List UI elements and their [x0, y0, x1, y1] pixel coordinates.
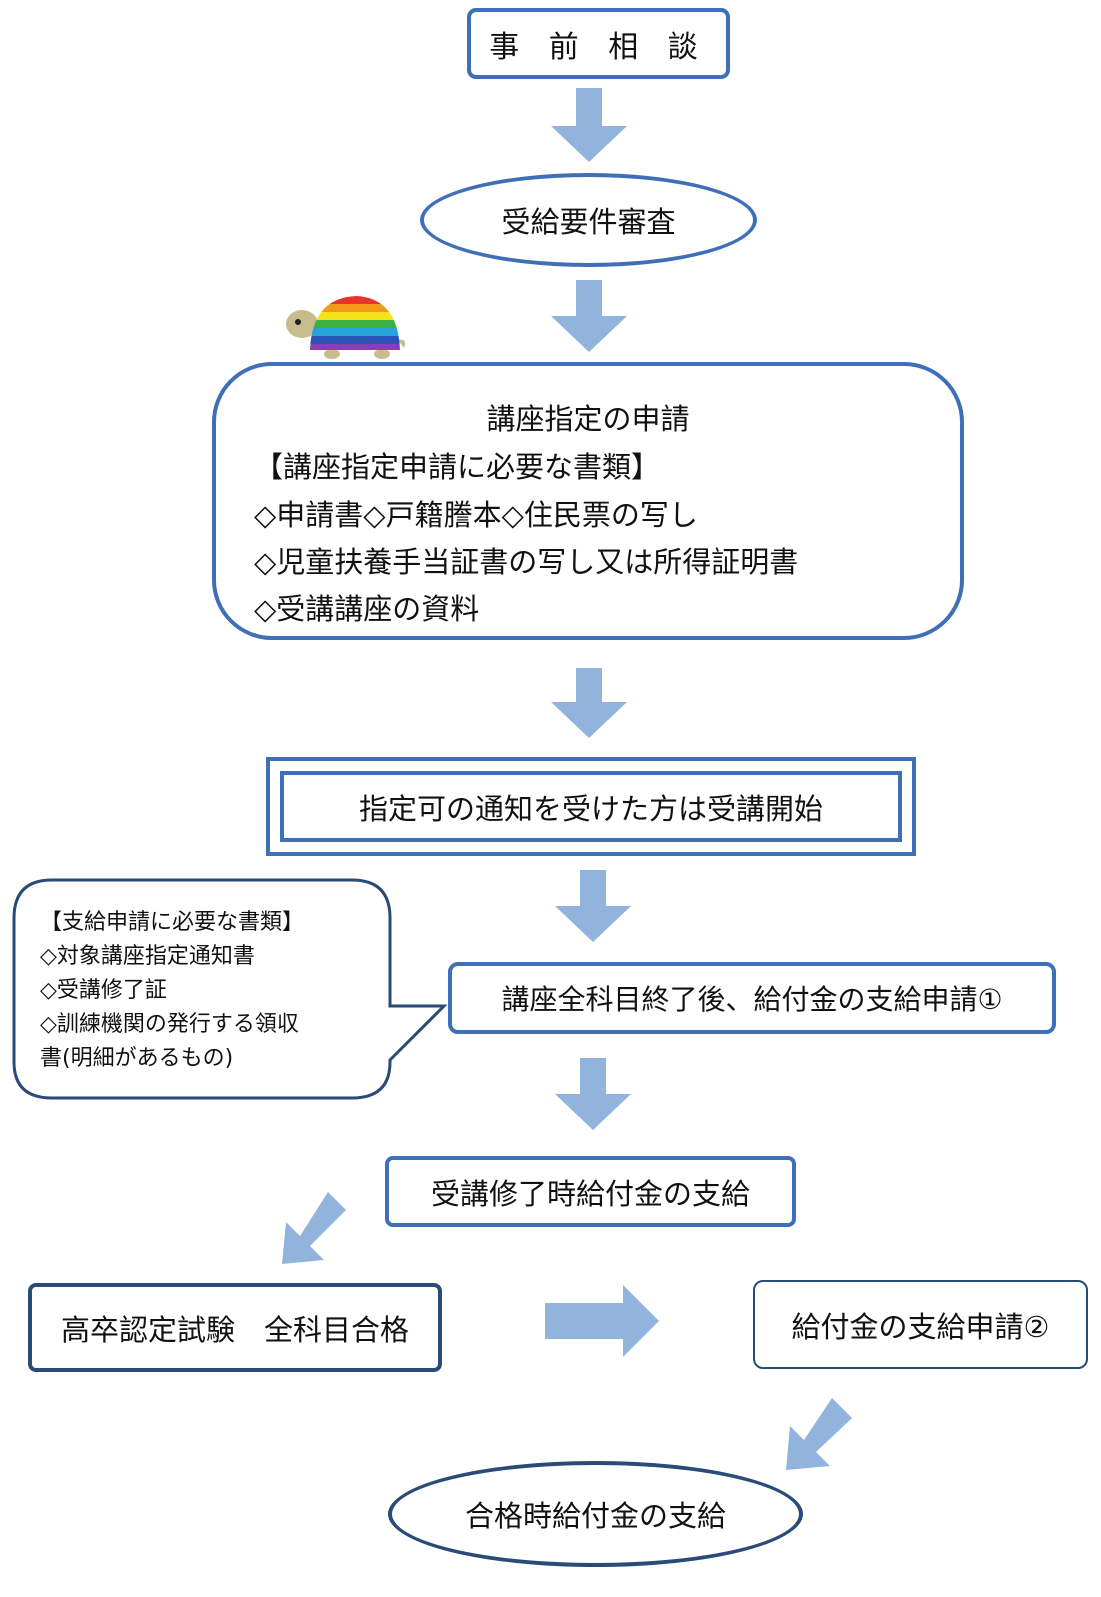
callout-line: ◇対象講座指定通知書: [40, 944, 255, 969]
required-docs-line: ◇申請書◇戸籍謄本◇住民票の写し: [254, 498, 698, 532]
step-pass-payment-label: 合格時給付金の支給: [464, 1499, 726, 1533]
step-exam-pass: 高卒認定試験 全科目合格: [28, 1283, 442, 1372]
step-start-course: 指定可の通知を受けた方は受講開始: [266, 757, 916, 856]
step-eligibility-review-label: 受給要件審査: [501, 205, 676, 239]
callout-line: 書(明細があるもの): [40, 1046, 234, 1071]
step-payment-application-2-label: 給付金の支給申請②: [791, 1309, 1050, 1344]
arrow-down-3: [551, 668, 627, 738]
step-start-course-label: 指定可の通知を受けた方は受講開始: [358, 791, 823, 826]
step-exam-pass-label: 高卒認定試験 全科目合格: [60, 1312, 409, 1347]
rainbow-turtle-icon: [286, 296, 406, 359]
required-docs-heading: 【講座指定申請に必要な書類】: [254, 450, 661, 484]
arrow-down-5: [555, 1058, 631, 1130]
step-start-course-inner: 指定可の通知を受けた方は受講開始: [280, 771, 902, 842]
callout-heading: 【支給申請に必要な書類】: [40, 910, 305, 935]
arrow-down-4: [555, 870, 631, 942]
arrow-down-1: [551, 88, 627, 162]
step-pass-payment: 合格時給付金の支給: [388, 1461, 803, 1567]
arrow-down-left-2: [786, 1398, 852, 1470]
step-completion-payment-label: 受講修了時給付金の支給: [430, 1176, 750, 1211]
callout-line: ◇訓練機関の発行する領収: [40, 1012, 299, 1037]
step-payment-application-1: 講座全科目終了後、給付金の支給申請①: [448, 962, 1056, 1034]
required-docs-line: ◇児童扶養手当証書の写し又は所得証明書: [254, 545, 799, 579]
step-course-designation: 講座指定の申請 【講座指定申請に必要な書類】 ◇申請書◇戸籍謄本◇住民票の写し …: [212, 362, 964, 640]
step-payment-application-1-label: 講座全科目終了後、給付金の支給申請①: [501, 983, 1003, 1016]
arrow-right: [545, 1285, 659, 1357]
callout-text: 【支給申請に必要な書類】 ◇対象講座指定通知書 ◇受講修了証 ◇訓練機関の発行す…: [40, 906, 380, 1076]
arrow-down-2: [551, 280, 627, 352]
step-completion-payment: 受講修了時給付金の支給: [385, 1156, 796, 1227]
arrow-down-left: [282, 1192, 346, 1264]
course-designation-title: 講座指定の申請: [486, 402, 690, 436]
callout-line: ◇受講修了証: [40, 978, 167, 1003]
step-consultation: 事 前 相 談: [467, 8, 730, 79]
required-docs-line: ◇受講講座の資料: [254, 592, 480, 626]
step-payment-application-2: 給付金の支給申請②: [753, 1280, 1088, 1369]
step-consultation-label: 事 前 相 談: [489, 29, 708, 65]
step-eligibility-review: 受給要件審査: [420, 173, 757, 267]
